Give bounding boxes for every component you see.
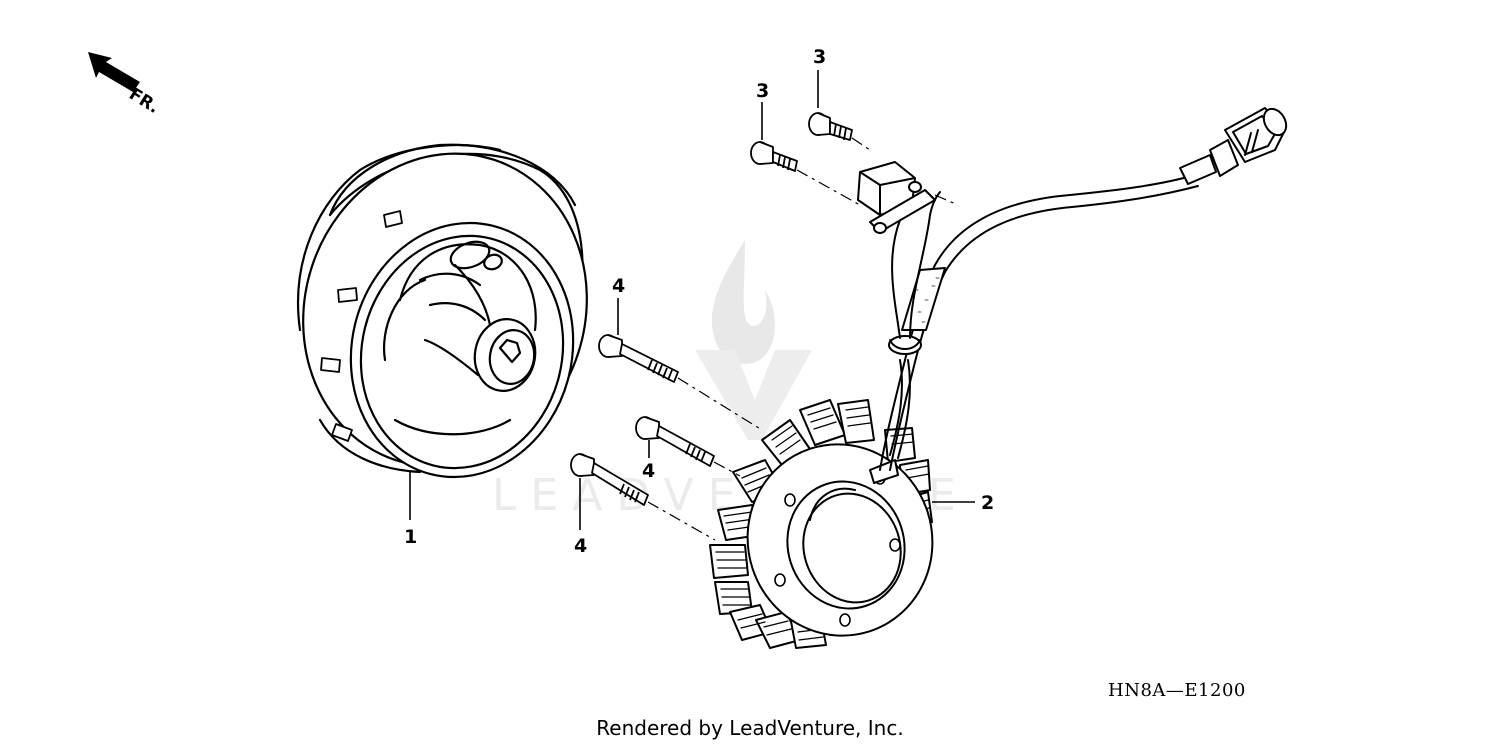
callout-bolt-upper: 3 xyxy=(813,46,826,68)
watermark-flame-icon xyxy=(711,240,775,364)
watermark-v-icon xyxy=(695,350,812,440)
bolt-4-low xyxy=(570,453,649,506)
callout-stator: 2 xyxy=(981,492,994,514)
bolt-3-left xyxy=(750,141,798,172)
wire-harness xyxy=(879,107,1288,471)
render-credit: Rendered by LeadVenture, Inc. xyxy=(596,716,904,740)
bolts xyxy=(570,112,853,506)
callout-bolt-long: 4 xyxy=(612,275,625,297)
bolt-4-long xyxy=(598,334,679,383)
callout-flywheel: 1 xyxy=(404,526,417,548)
pulser-coil xyxy=(857,161,936,234)
flywheel xyxy=(296,143,588,479)
callout-bolt-left: 3 xyxy=(756,80,769,102)
callout-bolt-mid: 4 xyxy=(642,460,655,482)
bolt-3-upper xyxy=(808,112,853,141)
stator xyxy=(709,399,934,649)
front-direction-indicator: FR. xyxy=(88,52,163,118)
flywheel-slots xyxy=(320,210,403,442)
assembly-guide-lines xyxy=(647,137,959,541)
bolt-4-mid xyxy=(635,416,715,467)
callout-bolt-low: 4 xyxy=(574,535,587,557)
diagram-reference-code: HN8A—E1200 xyxy=(1108,680,1246,701)
front-arrow-icon xyxy=(88,52,140,92)
leader-lines xyxy=(409,70,975,530)
